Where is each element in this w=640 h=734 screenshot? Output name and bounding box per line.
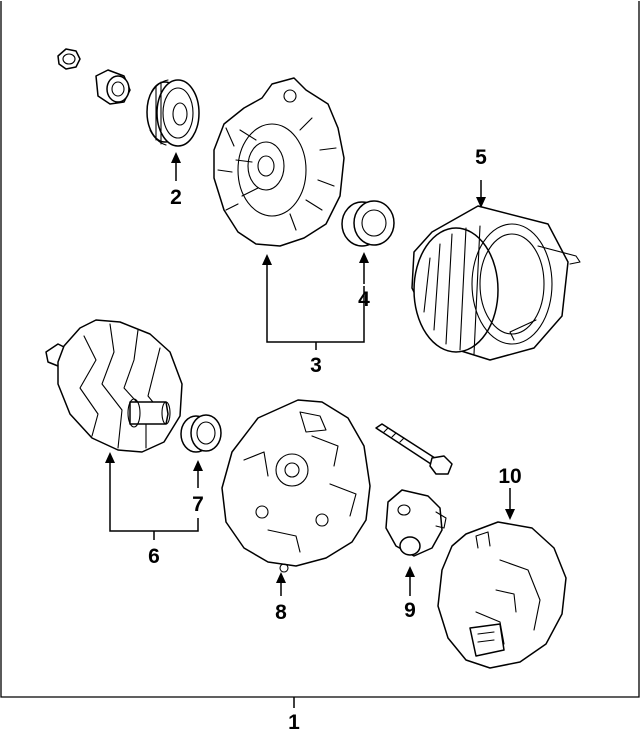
- through-bolt-icon: [375, 423, 453, 475]
- voltage-regulator-icon: [385, 489, 447, 557]
- callout-7: 7: [192, 493, 204, 516]
- front-bearing-icon: [341, 200, 395, 247]
- callout-8: 8: [275, 601, 287, 624]
- pulley-nut-icon: [57, 48, 81, 70]
- rear-housing-icon: [221, 399, 371, 573]
- callout-2: 2: [170, 186, 182, 209]
- pulley-icon: [146, 79, 200, 147]
- callout-10: 10: [498, 465, 521, 488]
- callout-3: 3: [310, 354, 322, 377]
- stator-icon: [411, 205, 581, 361]
- assembly-frame: [0, 1, 640, 698]
- front-housing-icon: [213, 77, 345, 247]
- rear-cover-icon: [437, 521, 567, 669]
- callout-9: 9: [404, 599, 416, 622]
- pulley-spacer-icon: [95, 69, 131, 105]
- rear-bearing-icon: [180, 414, 222, 453]
- callout-6: 6: [148, 545, 160, 568]
- callout-1: 1: [288, 711, 300, 734]
- rotor-icon: [45, 319, 183, 453]
- callout-4: 4: [358, 288, 370, 311]
- callout-5: 5: [475, 146, 487, 169]
